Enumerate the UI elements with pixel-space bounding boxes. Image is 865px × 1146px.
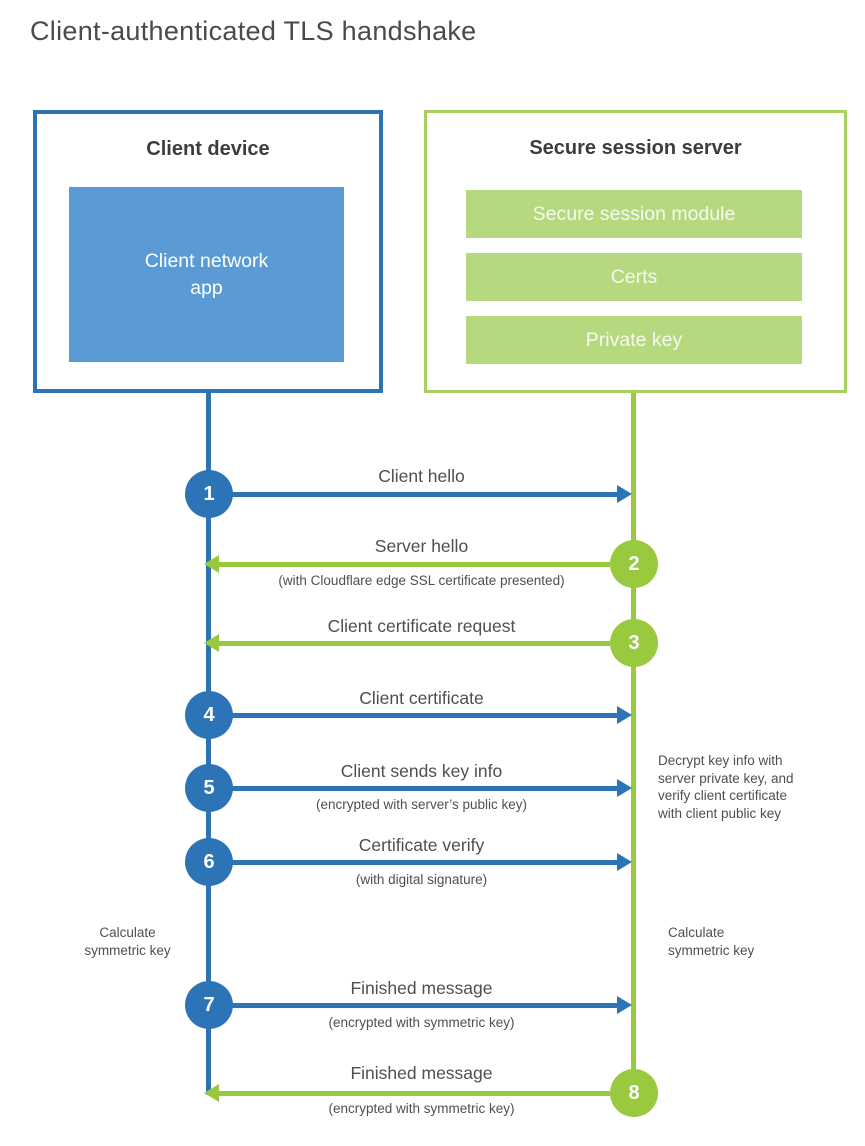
step-1-arrow — [209, 492, 619, 497]
client-network-app-block: Client network app — [69, 187, 344, 362]
step-2-arrowhead-icon — [204, 555, 219, 573]
step-8-badge: 8 — [610, 1069, 658, 1117]
step-6-badge: 6 — [185, 838, 233, 886]
step-5-label: Client sends key info — [340, 761, 503, 781]
step-1-arrowhead-icon — [617, 485, 632, 503]
step-1-label: Client hello — [378, 466, 465, 486]
step-7-label: Finished message — [350, 978, 493, 998]
server-module-private-key: Private key — [466, 316, 802, 364]
server-lifeline — [631, 393, 636, 1081]
server-decrypt-note: Decrypt key info with server private key… — [658, 753, 794, 821]
server-module-certs: Certs — [466, 253, 802, 301]
client-lifeline — [206, 393, 211, 1095]
step-8-sublabel: (encrypted with symmetric key) — [328, 1101, 515, 1116]
client-calculate-symmetric-key-note: Calculate symmetric key — [84, 925, 171, 958]
step-2-arrow — [217, 562, 610, 567]
step-8-label: Finished message — [350, 1063, 493, 1083]
step-3-arrowhead-icon — [204, 634, 219, 652]
step-6-label: Certificate verify — [358, 835, 485, 855]
step-3-badge: 3 — [610, 619, 658, 667]
step-2-label: Server hello — [374, 536, 469, 556]
step-7-arrowhead-icon — [617, 996, 632, 1014]
page-title: Client-authenticated TLS handshake — [30, 16, 477, 46]
step-5-arrowhead-icon — [617, 779, 632, 797]
client-device-title: Client device — [146, 138, 270, 160]
step-6-sublabel: (with digital signature) — [355, 872, 488, 887]
step-3-arrow — [217, 641, 610, 646]
step-7-sublabel: (encrypted with symmetric key) — [328, 1015, 515, 1030]
step-4-label: Client certificate — [359, 688, 484, 708]
step-2-badge: 2 — [610, 540, 658, 588]
step-4-arrow — [209, 713, 619, 718]
step-4-arrowhead-icon — [617, 706, 632, 724]
step-7-arrow — [209, 1003, 619, 1008]
step-3-label: Client certificate request — [327, 616, 516, 636]
step-5-badge: 5 — [185, 764, 233, 812]
step-7-badge: 7 — [185, 981, 233, 1029]
step-5-sublabel: (encrypted with server’s public key) — [315, 797, 528, 812]
server-module-secure-session: Secure session module — [466, 190, 802, 238]
step-5-arrow — [209, 786, 619, 791]
step-8-arrowhead-icon — [204, 1084, 219, 1102]
step-8-arrow — [217, 1091, 610, 1096]
server-calculate-symmetric-key-note: Calculate symmetric key — [668, 925, 755, 958]
step-4-badge: 4 — [185, 691, 233, 739]
step-6-arrowhead-icon — [617, 853, 632, 871]
secure-session-server-title: Secure session server — [529, 137, 742, 159]
step-6-arrow — [209, 860, 619, 865]
step-2-sublabel: (with Cloudflare edge SSL certificate pr… — [278, 573, 565, 588]
step-1-badge: 1 — [185, 470, 233, 518]
